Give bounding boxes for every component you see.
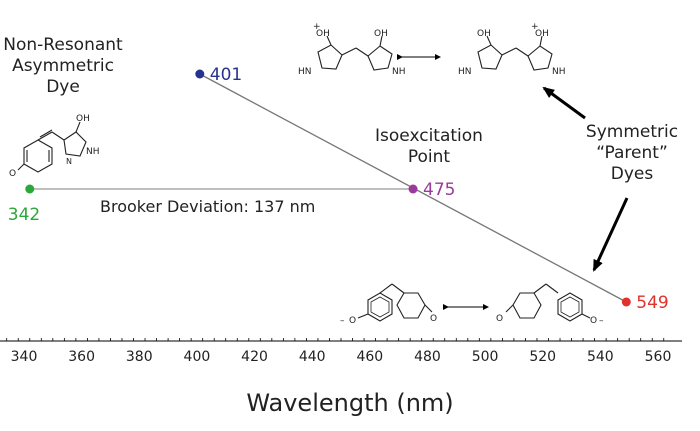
point-342 xyxy=(25,184,35,194)
sym-label-line-3: Dyes xyxy=(611,164,654,184)
atom-oh: OH xyxy=(76,114,90,124)
carbonyl-bond xyxy=(17,163,25,171)
oh-bond xyxy=(539,35,543,47)
point-475 xyxy=(408,184,418,194)
asym-label-line-2: Asymmetric xyxy=(12,56,114,76)
hbdi-resonance-structures xyxy=(317,35,553,71)
atom-oh: OH xyxy=(535,29,549,39)
brooker-deviation-label: Brooker Deviation: 137 nm xyxy=(100,197,315,216)
iso-label-line-1: Isoexcitation xyxy=(375,126,483,146)
symmetric-dyes-label: Symmetric “Parent” Dyes xyxy=(586,122,678,184)
phenol-atoms: – O O O O – xyxy=(340,314,604,326)
atom-o: O xyxy=(496,314,503,324)
wavelength-axis: 340 360 380 400 420 440 460 480 500 520 540 560 xyxy=(0,338,682,365)
oh-bond xyxy=(379,35,383,47)
axis-tick-label: 400 xyxy=(184,349,211,365)
atom-oh: OH xyxy=(477,29,491,39)
methine-bond xyxy=(545,283,559,294)
methine-bond xyxy=(515,47,529,57)
oxygen-bond xyxy=(581,313,591,319)
imidazole-ring-b2 xyxy=(527,45,553,71)
oxygen-bond xyxy=(357,313,369,319)
oh-bond xyxy=(486,35,492,46)
methine-bond xyxy=(51,131,65,141)
aromatic-circle-b2 xyxy=(560,296,580,318)
point-549 xyxy=(621,297,631,307)
atom-oh: OH xyxy=(374,29,388,39)
methine-bond xyxy=(501,47,517,56)
sym-label-line-1: Symmetric xyxy=(586,122,678,142)
carbonyl-bond xyxy=(505,304,514,313)
axis-title: Wavelength (nm) xyxy=(246,389,453,417)
atom-plus: + xyxy=(313,22,321,32)
atom-minus: – xyxy=(599,316,604,326)
axis-tick-label: 340 xyxy=(11,349,38,365)
arrow-to-phenol-structures xyxy=(592,197,629,272)
methine-bond xyxy=(341,47,357,56)
atom-o: O xyxy=(349,316,356,326)
methine-bond xyxy=(533,283,547,294)
atom-hn: HN xyxy=(298,67,312,77)
methine-bond xyxy=(37,131,53,141)
axis-tick-label: 560 xyxy=(645,349,672,365)
axis-tick-label: 440 xyxy=(299,349,326,365)
methine-double-bond xyxy=(39,129,53,138)
asymmetric-dye-atoms: OH NH N O xyxy=(9,114,100,179)
imidazole-ring-b1 xyxy=(477,44,503,70)
atom-nh: NH xyxy=(392,67,406,77)
axis-tick-label: 420 xyxy=(241,349,268,365)
atom-o: O xyxy=(9,169,16,179)
iso-label-line-2: Point xyxy=(408,147,451,167)
atom-o: O xyxy=(590,316,597,326)
point-label-342: 342 xyxy=(8,205,40,225)
axis-tick-label: 500 xyxy=(472,349,499,365)
asym-label-line-3: Dye xyxy=(46,77,80,97)
atom-oh: OH xyxy=(316,29,330,39)
axis-tick-label: 460 xyxy=(356,349,383,365)
axis-tick-label: 380 xyxy=(126,349,153,365)
atom-minus: – xyxy=(340,316,345,326)
axis-tick-labels: 340 360 380 400 420 440 460 480 500 520 540 560 xyxy=(11,349,672,365)
asym-label-line-1: Non-Resonant xyxy=(3,35,123,55)
atom-nh: NH xyxy=(86,147,100,157)
asymmetric-dye-structure xyxy=(17,121,87,173)
atom-nh: NH xyxy=(552,67,566,77)
axis-tick-label: 540 xyxy=(587,349,614,365)
methine-bond xyxy=(391,283,405,294)
point-401 xyxy=(195,69,205,79)
axis-tick-label: 520 xyxy=(529,349,556,365)
quinone-ring xyxy=(23,139,53,173)
imidazole-ring xyxy=(63,131,87,157)
point-label-549: 549 xyxy=(636,293,668,313)
asymmetric-dye-label: Non-Resonant Asymmetric Dye xyxy=(3,35,123,97)
axis-tick-label: 360 xyxy=(68,349,95,365)
point-label-475: 475 xyxy=(423,180,455,200)
oh-bond xyxy=(326,35,332,46)
axis-tick-label: 480 xyxy=(414,349,441,365)
imidazole-ring-a2 xyxy=(367,45,393,71)
atom-n: N xyxy=(66,157,72,166)
quinone-ring-b1 xyxy=(512,292,542,319)
phenol-resonance-structures xyxy=(357,283,591,322)
imidazole-ring-a1 xyxy=(317,44,343,70)
hbdi-atoms: + OH OH HN NH OH + OH HN NH xyxy=(298,22,566,77)
quinone-ring-a2 xyxy=(396,292,426,319)
atom-o: O xyxy=(430,314,437,324)
arrow-to-hbdi-structures xyxy=(542,86,586,120)
methine-bond xyxy=(355,47,369,57)
sym-label-line-2: “Parent” xyxy=(596,143,668,163)
oh-bond xyxy=(75,121,81,133)
axis-ticks xyxy=(6,338,665,341)
methine-bond xyxy=(379,283,393,294)
isoexcitation-label: Isoexcitation Point xyxy=(375,126,483,167)
carbonyl-bond xyxy=(424,304,433,313)
aromatic-circle-a1 xyxy=(370,296,390,318)
point-label-401: 401 xyxy=(210,65,242,85)
atom-hn: HN xyxy=(458,67,472,77)
atom-plus: + xyxy=(531,22,539,32)
